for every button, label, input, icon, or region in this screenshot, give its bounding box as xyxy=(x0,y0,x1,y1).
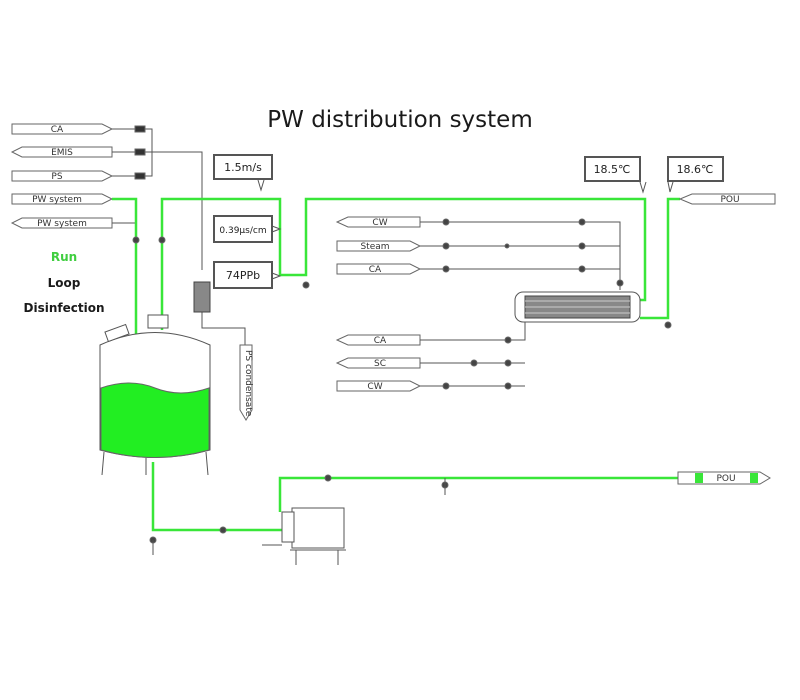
svg-text:SC: SC xyxy=(374,359,386,369)
active-pipe xyxy=(112,197,680,532)
svg-text:CW: CW xyxy=(367,382,382,392)
tag-ps-label: PS xyxy=(51,172,62,182)
tag-ca[interactable]: CA xyxy=(11,123,114,135)
tag-pw-out-label: PW system xyxy=(32,195,82,205)
hx-return-cw[interactable]: CW xyxy=(336,380,422,392)
conductivity-indicator: 0.39μs/cm xyxy=(213,215,282,243)
svg-text:0.39μs/cm: 0.39μs/cm xyxy=(219,226,266,236)
mode-loop[interactable]: Loop xyxy=(47,276,81,290)
ps-condensate-tag[interactable]: PS condensate xyxy=(239,344,253,421)
tag-emis-label: EMIS xyxy=(51,148,73,158)
svg-text:1.5m/s: 1.5m/s xyxy=(224,161,262,174)
svg-text:74PPb: 74PPb xyxy=(226,269,260,282)
tag-pw-system-out[interactable]: PW system xyxy=(11,193,114,205)
svg-text:CA: CA xyxy=(374,336,387,346)
steam-filter xyxy=(193,281,211,313)
svg-text:18.5℃: 18.5℃ xyxy=(594,163,631,176)
page-title: PW distribution system xyxy=(267,107,533,133)
svg-text:CA: CA xyxy=(369,265,382,275)
hx-line-ca[interactable]: CA xyxy=(336,263,422,275)
filter-icon xyxy=(134,148,146,156)
heat-exchanger xyxy=(514,291,641,323)
pou-supply-tag[interactable]: POU xyxy=(677,471,771,485)
pou-return-tag[interactable]: POU xyxy=(678,193,776,205)
temp-supply-indicator: 18.5℃ xyxy=(584,156,647,194)
svg-text:PS condensate: PS condensate xyxy=(243,350,253,417)
tag-pw-in-label: PW system xyxy=(37,219,87,229)
tag-pw-system-in[interactable]: PW system xyxy=(10,217,113,229)
temp-return-indicator: 18.6℃ xyxy=(667,156,724,193)
tag-ca-label: CA xyxy=(51,125,64,135)
flow-indicator: 1.5m/s xyxy=(213,154,273,192)
hx-return-ca[interactable]: CA xyxy=(335,334,421,346)
storage-tank xyxy=(99,314,211,476)
svg-text:POU: POU xyxy=(720,195,739,205)
pump xyxy=(281,507,346,565)
hx-line-steam[interactable]: Steam xyxy=(336,240,422,252)
mode-disinfection[interactable]: Disinfection xyxy=(23,301,105,315)
hx-line-cw[interactable]: CW xyxy=(335,216,421,228)
mode-run[interactable]: Run xyxy=(50,250,78,264)
svg-text:CW: CW xyxy=(372,218,387,228)
svg-text:POU: POU xyxy=(716,474,735,484)
tag-ps[interactable]: PS xyxy=(11,170,114,182)
filter-icon xyxy=(134,125,146,133)
filter-icon xyxy=(134,172,146,180)
svg-text:Steam: Steam xyxy=(360,242,389,252)
hx-return-sc[interactable]: SC xyxy=(335,357,421,369)
toc-indicator: 74PPb xyxy=(213,261,282,289)
svg-text:18.6℃: 18.6℃ xyxy=(677,163,714,176)
tag-emis[interactable]: EMIS xyxy=(10,146,113,158)
